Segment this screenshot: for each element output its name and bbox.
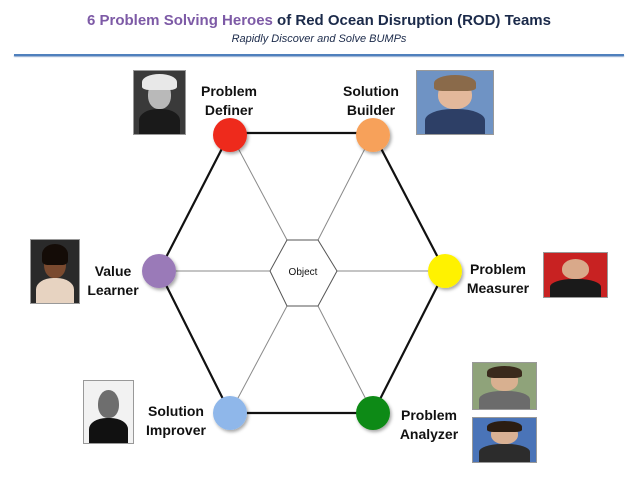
label-improver-line1: Solution xyxy=(148,403,204,419)
portrait-photo-analyzer-1 xyxy=(472,362,537,410)
center-label: Object xyxy=(289,267,318,278)
label-learner: Value Learner xyxy=(82,262,144,300)
page-subtitle: Rapidly Discover and Solve BUMPs xyxy=(231,33,407,45)
label-measurer-line2: Measurer xyxy=(466,280,530,296)
node-improver xyxy=(213,396,247,430)
label-definer: Problem Definer xyxy=(196,82,262,120)
label-builder-line2: Builder xyxy=(346,102,396,118)
label-analyzer: Problem Analyzer xyxy=(393,406,465,444)
label-builder: Solution Builder xyxy=(338,82,404,120)
header-divider xyxy=(14,54,624,56)
spoke-definer xyxy=(229,132,288,241)
portrait-photo-builder xyxy=(416,70,494,135)
label-measurer-line1: Problem xyxy=(469,261,526,277)
portrait-photo-definer xyxy=(133,70,186,135)
node-learner xyxy=(142,254,176,288)
spokes xyxy=(159,132,445,414)
portrait-photo-learner xyxy=(30,239,80,304)
portrait-photo-improver xyxy=(83,380,134,444)
center-hexagon xyxy=(269,239,338,307)
title-highlight: 6 Problem Solving Heroes xyxy=(87,12,273,29)
label-builder-line1: Solution xyxy=(343,83,399,99)
label-improver-line2: Improver xyxy=(146,422,206,438)
spoke-analyzer xyxy=(317,305,374,414)
page-title: 6 Problem Solving Heroes of Red Ocean Di… xyxy=(0,12,638,29)
node-analyzer xyxy=(356,396,390,430)
spoke-improver xyxy=(229,305,288,414)
label-analyzer-line2: Analyzer xyxy=(399,426,459,442)
node-measurer xyxy=(428,254,462,288)
label-improver: Solution Improver xyxy=(140,402,212,440)
label-definer-line2: Definer xyxy=(204,102,254,118)
node-builder xyxy=(356,118,390,152)
spoke-builder xyxy=(317,132,374,241)
label-measurer: Problem Measurer xyxy=(462,260,534,298)
node-definer xyxy=(213,118,247,152)
label-analyzer-line1: Problem xyxy=(400,407,457,423)
title-rest: of Red Ocean Disruption (ROD) Teams xyxy=(272,12,551,29)
portrait-photo-measurer xyxy=(543,252,608,298)
label-learner-line2: Learner xyxy=(87,282,139,298)
portrait-photo-analyzer-2 xyxy=(472,417,537,463)
label-learner-line1: Value xyxy=(94,263,132,279)
label-definer-line1: Problem xyxy=(200,83,257,99)
